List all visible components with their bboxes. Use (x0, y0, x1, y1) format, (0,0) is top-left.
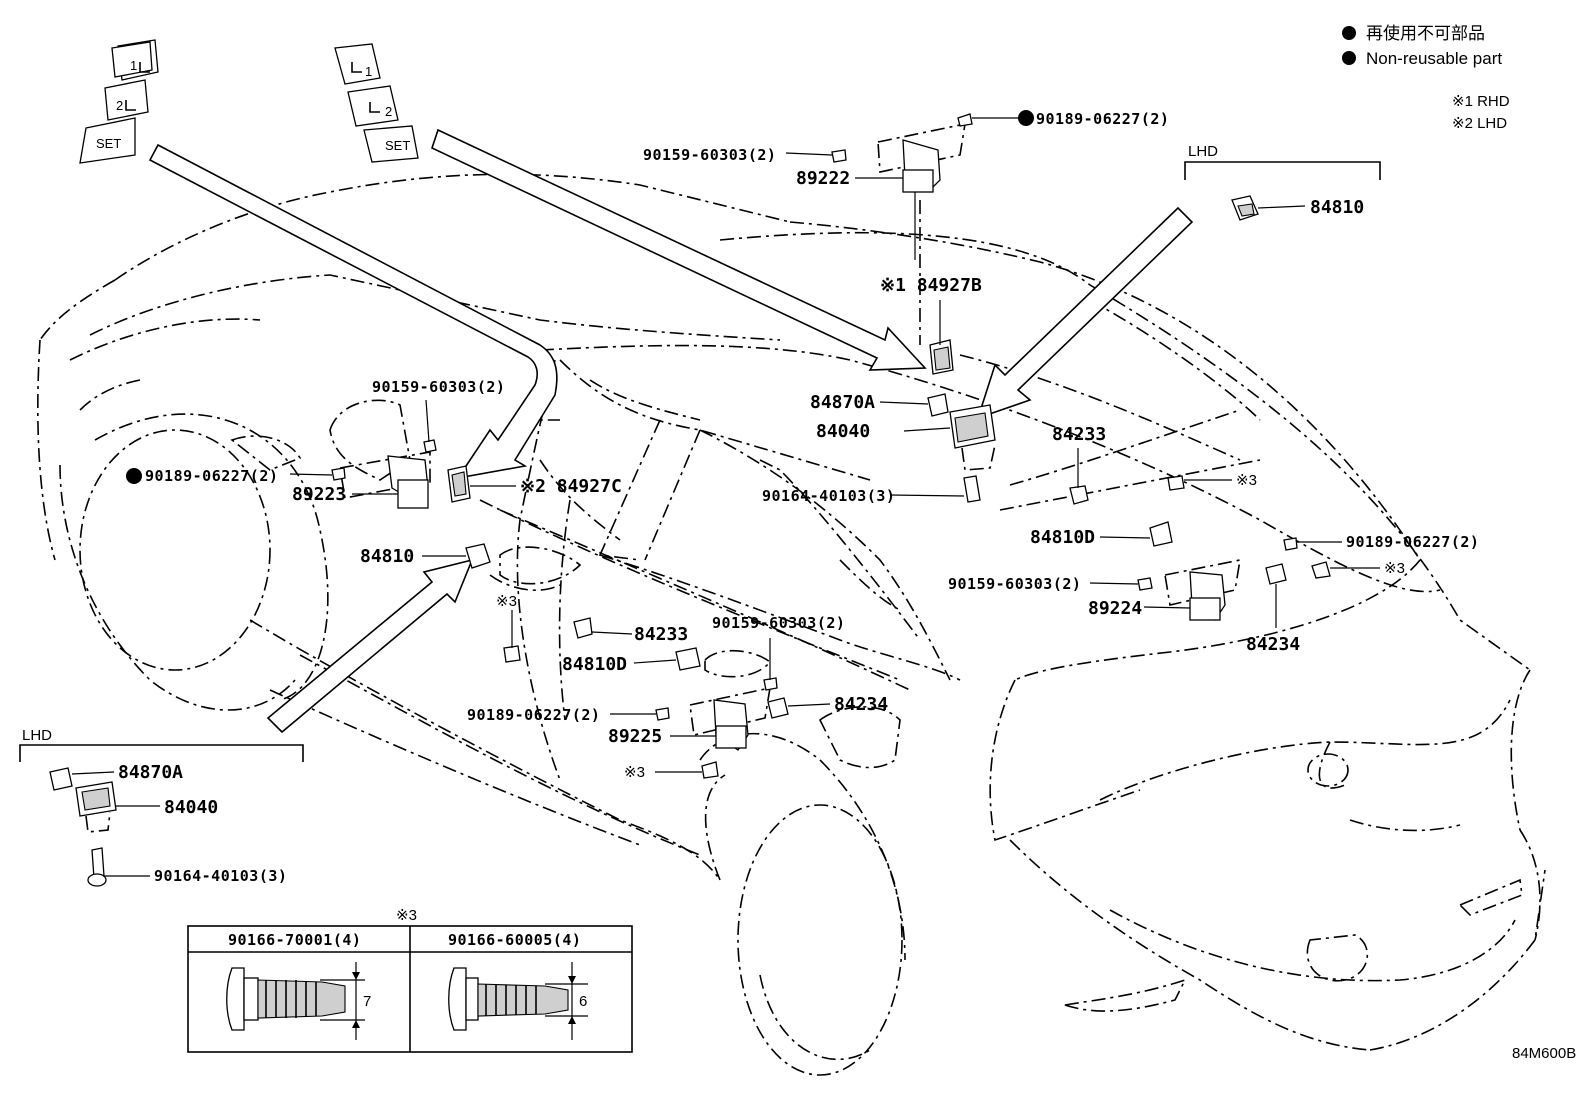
callout-89224: 89224 (1088, 598, 1142, 619)
callout-lhd-top: LHD (1188, 143, 1218, 160)
callout-84810d-mid: 84810D (1030, 527, 1095, 548)
callout-90189-06227-right: 90189-06227(2) (1346, 533, 1479, 551)
callout-90159-60303-top: 90159-60303(2) (643, 146, 776, 164)
callout-90159-60303-right: 90159-60303(2) (948, 575, 1081, 593)
switch-set-label-right: SET (385, 138, 410, 153)
callout-84040-left: 84040 (164, 797, 218, 818)
callout-84234-lower: 84234 (834, 694, 888, 715)
legend-en: Non-reusable part (1366, 49, 1502, 68)
callout-90159-60303-lower: 90159-60303(2) (712, 614, 845, 632)
legend: 再使用不可部品 Non-reusable part ※1 RHD ※2 LHD (1342, 23, 1510, 132)
switch-1-label-left: 1 (130, 58, 137, 73)
callout-84233-mid: 84233 (1052, 424, 1106, 445)
callout-90164-40103-mid: 90164-40103(3) (762, 487, 895, 505)
non-reusable-dot-icon (1342, 51, 1356, 65)
switch-1-label-right: 1 (365, 64, 372, 79)
non-reusable-dot-icon (1342, 26, 1356, 40)
callout-90189-06227-top: 90189-06227(2) (1036, 110, 1169, 128)
callout-84927b: ※1 84927B (880, 275, 982, 296)
note-lhd: ※2 LHD (1452, 115, 1507, 132)
screw-60005-dim: 6 (579, 993, 587, 1010)
callout-84870a-mid: 84870A (810, 392, 875, 413)
callout-lhd-left: LHD (22, 727, 52, 744)
callout-84234-right: 84234 (1246, 634, 1300, 655)
indicator-arrows (148, 128, 1194, 734)
callout-84810-left: 84810 (360, 546, 414, 567)
callout-84927c: ※2 84927C (520, 476, 622, 497)
callout-89222: 89222 (796, 168, 850, 189)
seat-switch-right: 1 2 SET (334, 43, 419, 163)
non-reusable-dot-icon (1018, 110, 1034, 126)
callout-x3-d: ※3 (624, 764, 645, 781)
callout-84810-top: 84810 (1310, 197, 1364, 218)
callout-84040-mid: 84040 (816, 421, 870, 442)
callout-x3-c: ※3 (496, 593, 517, 610)
callouts: 90189-06227(2) 90159-60303(2) 89222 LHD … (22, 110, 1479, 885)
non-reusable-dot-icon (126, 468, 142, 484)
note-rhd: ※1 RHD (1452, 93, 1510, 110)
callout-89223: 89223 (292, 484, 346, 505)
switch-2-label-right: 2 (385, 104, 392, 119)
callout-89225: 89225 (608, 726, 662, 747)
callout-90159-60303-left: 90159-60303(2) (372, 378, 505, 396)
callout-x3-a: ※3 (1236, 472, 1257, 489)
part-glyphs (49, 113, 1331, 887)
callout-84233-lower: 84233 (634, 624, 688, 645)
callout-90189-06227-left: 90189-06227(2) (145, 467, 278, 485)
switch-2-label-left: 2 (116, 98, 123, 113)
screw-70001-dim: 7 (363, 993, 371, 1010)
screw-70001-icon (226, 962, 365, 1040)
figure-code: 84M600B (1512, 1045, 1576, 1062)
callout-x3-b: ※3 (1384, 560, 1405, 577)
seat-switch-left: 1 2 SET (79, 39, 159, 164)
car-body-outline (37, 173, 1546, 1076)
table-col2-header: 90166-60005(4) (448, 931, 581, 949)
lhd-brackets (19, 161, 1381, 762)
screw-table: ※3 90166-70001(4) 90166-60005(4) 7 (187, 907, 633, 1053)
callout-84810d-lower: 84810D (562, 654, 627, 675)
table-col1-header: 90166-70001(4) (228, 931, 361, 949)
switch-set-label-left: SET (96, 136, 121, 151)
table-group-label: ※3 (396, 907, 417, 924)
legend-jp: 再使用不可部品 (1366, 23, 1485, 43)
callout-84870a-left: 84870A (118, 762, 183, 783)
screw-60005-icon (448, 962, 588, 1040)
leader-lines (71, 117, 1380, 877)
callout-90189-06227-lower: 90189-06227(2) (467, 706, 600, 724)
callout-90164-40103-left: 90164-40103(3) (154, 867, 287, 885)
